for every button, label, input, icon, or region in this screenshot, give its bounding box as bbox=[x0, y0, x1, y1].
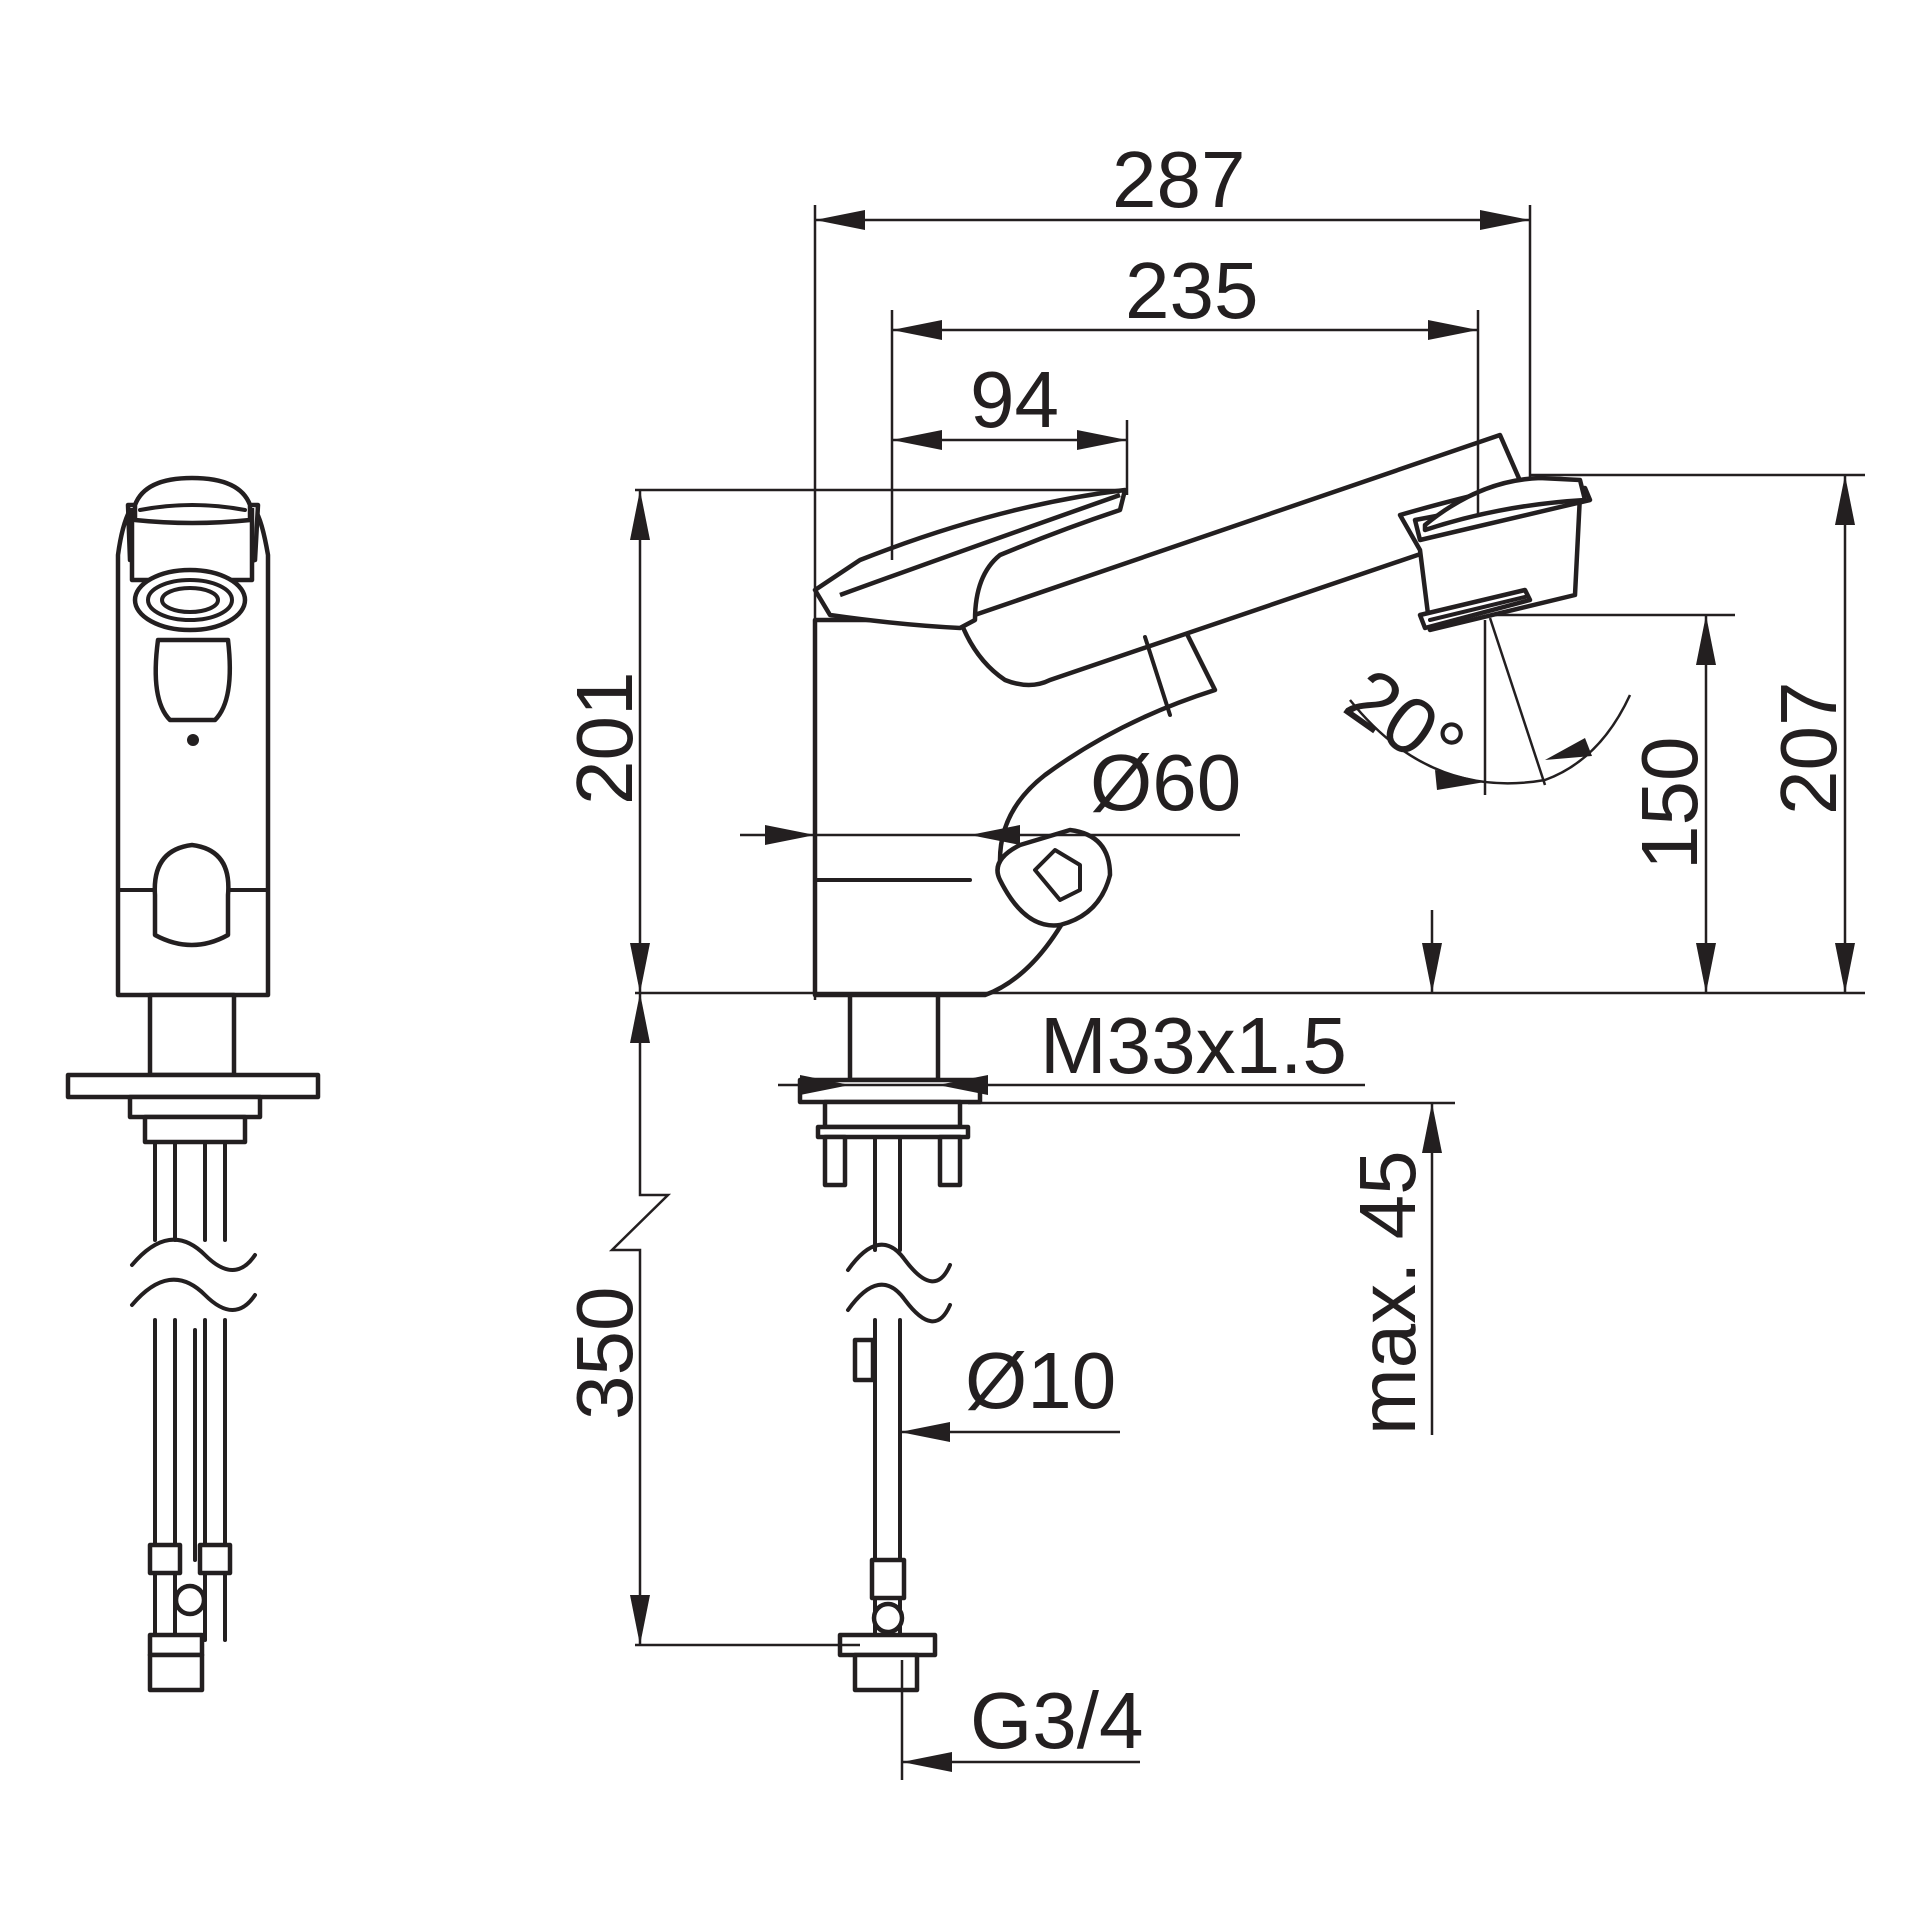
dimension-lines bbox=[608, 205, 1865, 1780]
dim-hose-length: 350 bbox=[560, 1287, 649, 1420]
dim-hose-diameter: Ø10 bbox=[965, 1336, 1116, 1425]
dim-deck-thickness: max. 45 bbox=[1343, 1150, 1432, 1435]
dim-body-diameter: Ø60 bbox=[1090, 738, 1241, 827]
faucet-front-view bbox=[65, 475, 321, 1693]
dim-total-length: 287 bbox=[1112, 135, 1245, 224]
dim-spout-height: 150 bbox=[1625, 737, 1714, 870]
dim-connection: G3/4 bbox=[970, 1676, 1143, 1765]
dim-thread: M33x1.5 bbox=[1040, 1001, 1347, 1090]
dim-spray-angle: 20° bbox=[1330, 651, 1480, 793]
dim-spout-reach: 235 bbox=[1125, 246, 1258, 335]
faucet-side-view bbox=[797, 432, 1593, 1693]
dim-total-height: 207 bbox=[1764, 682, 1853, 815]
dim-lever-offset: 94 bbox=[970, 355, 1059, 444]
dim-body-height: 201 bbox=[560, 672, 649, 805]
